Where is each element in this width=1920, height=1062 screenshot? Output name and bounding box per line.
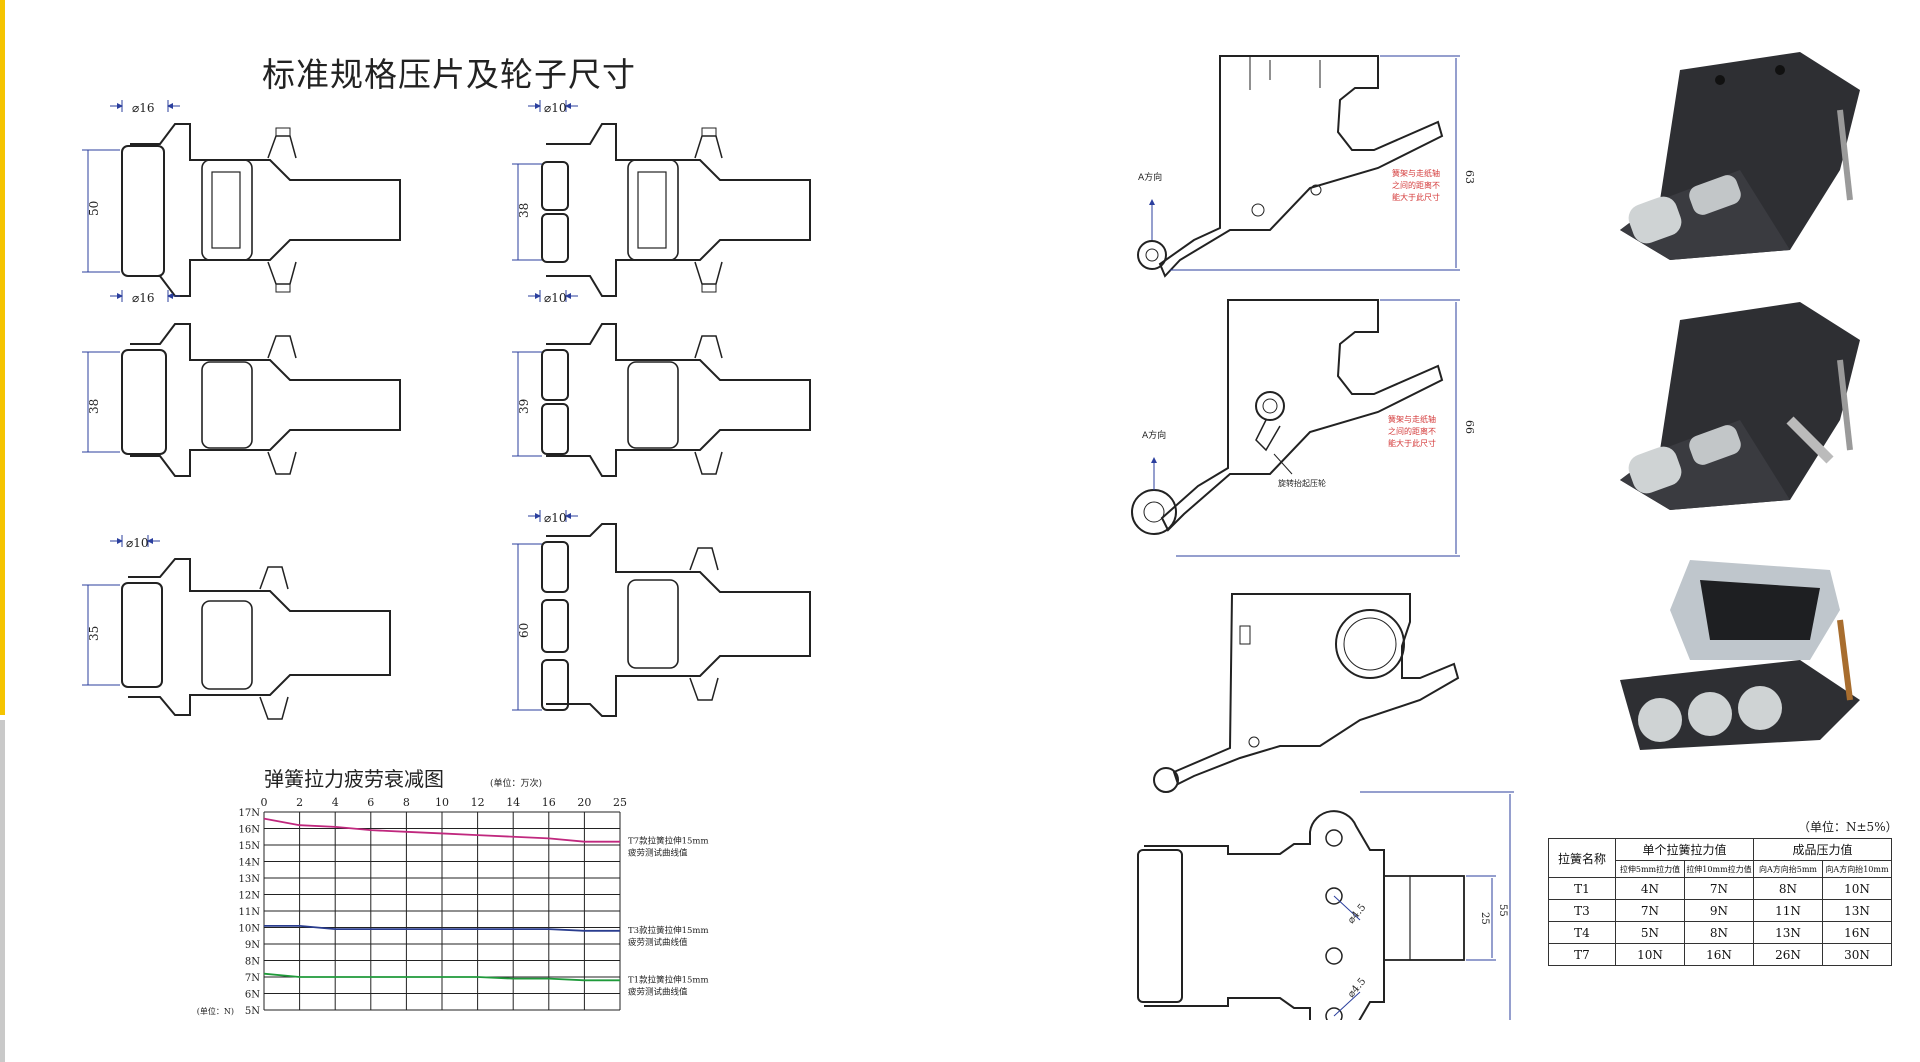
drawing-2: ⌀10 38 — [512, 100, 811, 297]
edge-stripe-yellow — [0, 0, 5, 715]
side-view-2-dir: A方向 — [1142, 429, 1166, 441]
y-tick-label: 6N — [245, 990, 260, 1001]
x-tick-label: 8 — [403, 796, 410, 809]
plate-dia-2: ⌀4.5 — [1346, 976, 1369, 1000]
y-tick-label: 7N — [245, 973, 260, 984]
legend-label: T7款拉簧拉伸15mm — [628, 836, 709, 847]
side-view-3 — [1153, 593, 1460, 793]
drawing-5-dia: ⌀10 — [126, 536, 149, 550]
legend-label: 疲劳测试曲线值 — [628, 848, 688, 859]
y-tick-label: 13N — [239, 874, 261, 885]
y-tick-label: 5N — [245, 1006, 260, 1017]
side-view-drawings: A方向 63 簧架与走纸轴 之间的距离不 能大于此尺寸 旋转抬起压轮 A方向 6… — [1131, 55, 1514, 1020]
chart-x-unit: (单位：万次) — [490, 777, 542, 789]
drawing-4-height: 39 — [517, 399, 531, 414]
x-tick-label: 12 — [471, 796, 485, 809]
drawing-6-height: 60 — [517, 623, 531, 638]
y-tick-label: 16N — [239, 825, 261, 836]
side-view-1-note-1: 之间的距离不 — [1392, 180, 1440, 190]
edge-stripe-gray — [0, 720, 5, 1062]
sub-header: 拉伸5mm拉力值 — [1615, 860, 1685, 878]
y-tick-label: 15N — [239, 841, 261, 852]
drawing-3-height: 38 — [87, 399, 101, 414]
series-line — [263, 972, 620, 982]
y-tick-label: 17N — [239, 808, 261, 819]
fatigue-chart: 弹簧拉力疲劳衰减图 (单位：万次) 0 2 4 6 8 10 12 14 16 20 25 5N 6N 7N 8… — [197, 767, 709, 1017]
spec-table-unit: （单位：N±5%） — [1798, 820, 1898, 834]
chart-y-unit: (单位：N) — [197, 1006, 234, 1016]
side-view-2-dim: 66 — [1463, 420, 1476, 434]
pressure-plate-drawings: ⌀16 50 ⌀10 38 — [82, 100, 811, 720]
y-tick-label: 12N — [239, 891, 261, 902]
series-line — [263, 817, 620, 843]
x-tick-label: 20 — [577, 796, 591, 809]
series-line — [264, 924, 620, 932]
side-view-2: 旋转抬起压轮 A方向 66 簧架与走纸轴 之间的距离不 能大于此尺寸 — [1131, 299, 1476, 557]
drawing-3-dia: ⌀16 — [132, 291, 155, 305]
x-tick-label: 10 — [435, 796, 449, 809]
drawing-2-height: 38 — [517, 203, 531, 218]
drawing-5-height: 35 — [87, 626, 101, 641]
page-title: 标准规格压片及轮子尺寸 — [262, 55, 636, 94]
y-tick-label: 9N — [245, 940, 260, 951]
plate-height-2: 55 — [1497, 904, 1508, 917]
side-view-2-note-1: 之间的距离不 — [1388, 426, 1436, 436]
product-photo-1 — [1620, 52, 1860, 260]
col-name-header: 拉簧名称 — [1548, 838, 1616, 878]
y-tick-label: 14N — [239, 858, 261, 869]
side-view-1-dim: 63 — [1463, 170, 1476, 184]
product-photo-2 — [1620, 302, 1860, 510]
drawing-1-height: 50 — [87, 201, 101, 216]
drawing-6-dia: ⌀10 — [544, 511, 567, 525]
drawing-1-dia: ⌀16 — [132, 101, 155, 115]
x-tick-label: 0 — [261, 796, 268, 809]
y-tick-label: 11N — [239, 907, 261, 918]
product-photo-3 — [1620, 560, 1860, 750]
y-tick-label: 8N — [245, 957, 260, 968]
x-tick-label: 16 — [542, 796, 556, 809]
group1-header: 单个拉簧拉力值 — [1615, 838, 1754, 861]
side-view-2-note-0: 簧架与走纸轴 — [1388, 414, 1436, 424]
x-tick-label: 14 — [506, 796, 520, 809]
chart-title: 弹簧拉力疲劳衰减图 — [264, 767, 444, 791]
sub-header: 拉伸10mm拉力值 — [1684, 860, 1754, 878]
spec-table: 拉簧名称 单个拉簧拉力值 成品压力值 拉伸5mm拉力值 拉伸10mm拉力值 向A… — [1548, 838, 1892, 966]
sub-header: 向A方向抬5mm — [1753, 860, 1823, 878]
legend-label: 疲劳测试曲线值 — [628, 986, 688, 997]
plate-height-1: 25 — [1479, 912, 1490, 925]
drawing-6: ⌀10 60 — [512, 510, 811, 717]
drawing-4-dia: ⌀10 — [544, 291, 567, 305]
drawing-5: ⌀10 35 — [82, 535, 391, 720]
side-view-1: A方向 63 簧架与走纸轴 之间的距离不 能大于此尺寸 — [1137, 55, 1476, 278]
legend-label: T3款拉簧拉伸15mm — [628, 925, 709, 936]
side-view-1-note-0: 簧架与走纸轴 — [1392, 168, 1440, 178]
sub-header: 向A方向抬10mm — [1822, 860, 1892, 878]
drawing-1: ⌀16 50 — [82, 100, 401, 297]
x-tick-label: 6 — [367, 796, 374, 809]
drawing-2-dia: ⌀10 — [544, 101, 567, 115]
side-view-2-callout: 旋转抬起压轮 — [1278, 478, 1326, 488]
plate-top-view: ⌀4.5 ⌀4.5 25 55 — [1137, 791, 1514, 1020]
side-view-1-dir: A方向 — [1138, 171, 1162, 183]
side-view-2-note-2: 能大于此尺寸 — [1388, 438, 1436, 448]
x-tick-label: 4 — [332, 796, 339, 809]
y-tick-label: 10N — [239, 924, 261, 935]
drawing-3: ⌀16 38 — [82, 290, 401, 477]
group2-header: 成品压力值 — [1753, 838, 1892, 861]
x-tick-label: 25 — [613, 796, 627, 809]
legend-label: T1款拉簧拉伸15mm — [628, 974, 709, 985]
legend-label: 疲劳测试曲线值 — [628, 937, 688, 948]
x-tick-label: 2 — [296, 796, 303, 809]
drawing-4: ⌀10 39 — [512, 290, 811, 477]
side-view-1-note-2: 能大于此尺寸 — [1392, 192, 1440, 202]
plate-dia-1: ⌀4.5 — [1346, 902, 1369, 926]
